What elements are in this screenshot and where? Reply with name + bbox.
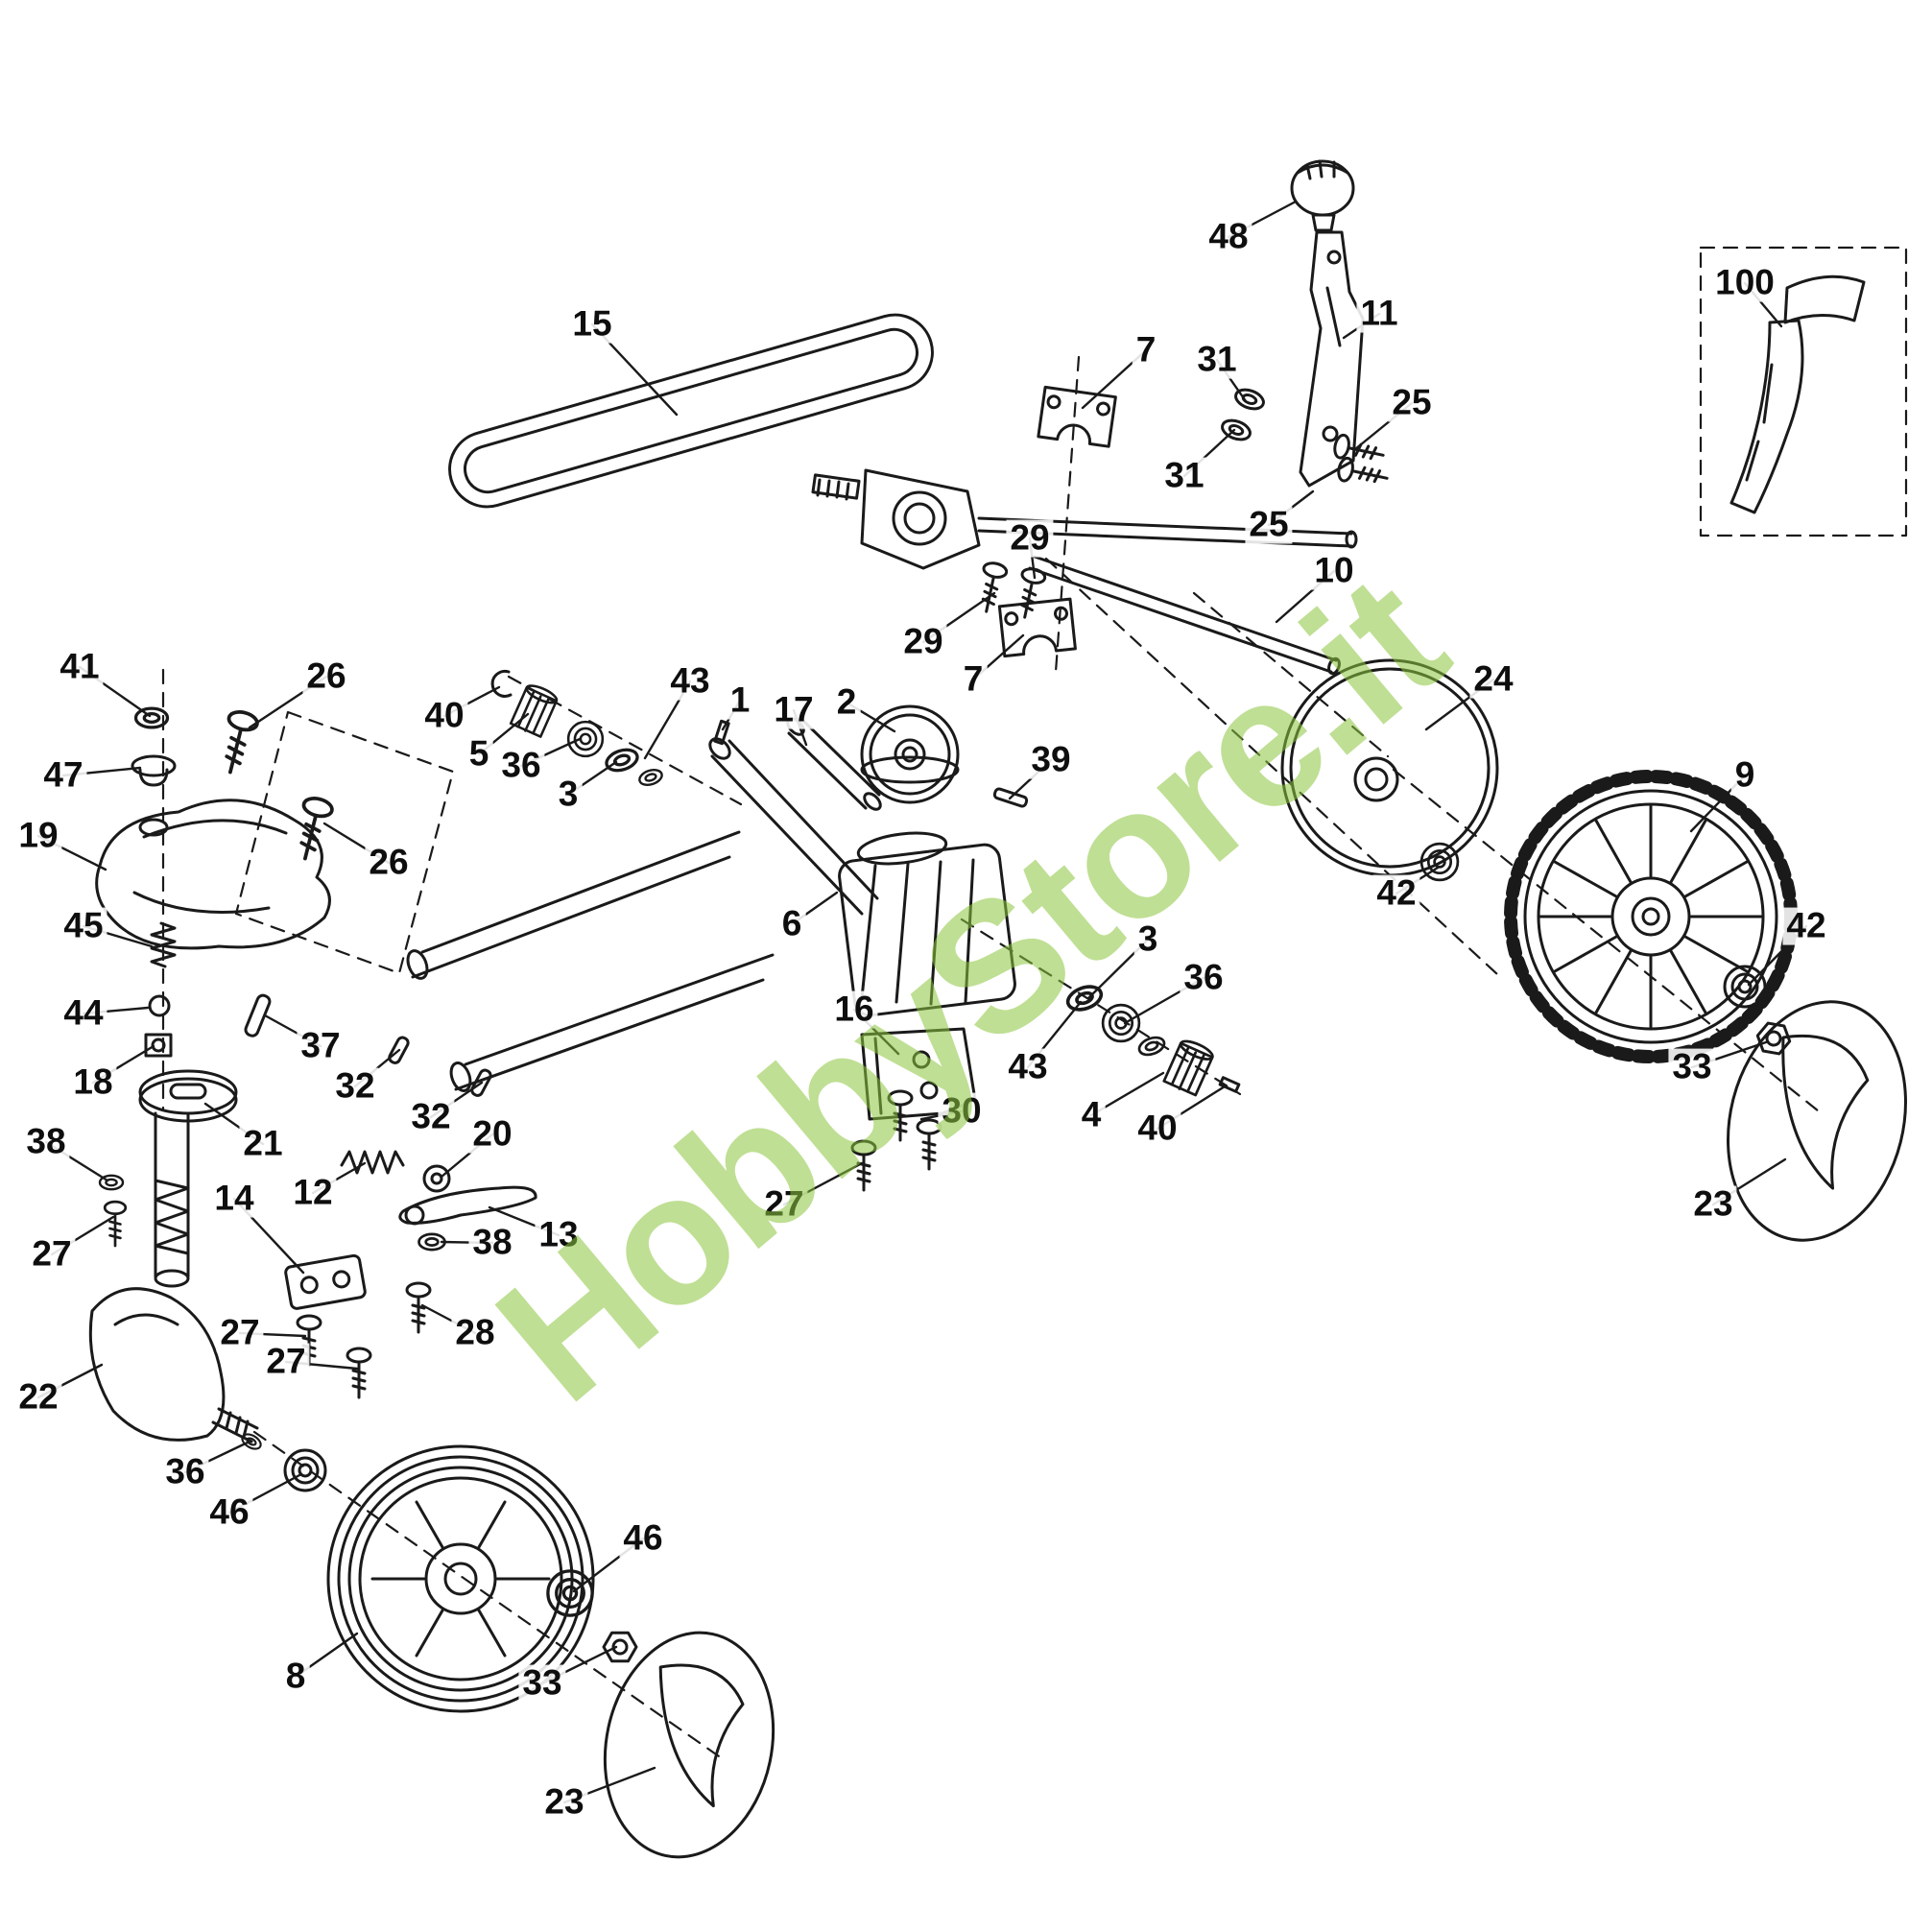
part-label-16: 16 (830, 990, 878, 1029)
part-7-clamp-lower (997, 597, 1077, 658)
part-label-12: 12 (289, 1174, 337, 1212)
part-label-37: 37 (297, 1027, 345, 1065)
part-100-inset (1699, 246, 1908, 537)
part-39-pin (992, 787, 1029, 808)
part-label-46: 46 (205, 1493, 253, 1532)
part-48-knob (1290, 159, 1355, 232)
part-label-43: 43 (666, 662, 714, 701)
part-20-washer (422, 1164, 451, 1193)
part-14-plate (284, 1253, 367, 1310)
part-label-10: 10 (1310, 552, 1358, 590)
part-label-1: 1 (726, 681, 754, 720)
part-label-32: 32 (407, 1098, 455, 1136)
adjuster-shaft (154, 1111, 190, 1288)
part-label-23: 23 (1689, 1185, 1737, 1224)
part-15-belt (448, 313, 934, 509)
part-23-hubcap-right (1727, 1000, 1907, 1242)
part-label-27: 27 (760, 1185, 808, 1224)
right-gear-train (1062, 980, 1241, 1098)
part-label-24: 24 (1469, 660, 1517, 699)
part-37-pin (244, 993, 272, 1038)
part-label-41: 41 (56, 648, 104, 686)
part-label-13: 13 (535, 1216, 583, 1254)
part-label-38: 38 (22, 1123, 70, 1161)
part-label-27: 27 (28, 1235, 76, 1274)
part-label-11: 11 (1356, 295, 1402, 333)
part-label-9: 9 (1730, 756, 1759, 795)
part-label-45: 45 (60, 907, 107, 945)
part-label-2: 2 (832, 683, 861, 722)
part-label-43: 43 (1004, 1048, 1052, 1086)
part-label-36: 36 (497, 747, 545, 785)
part-gearbox-housing (838, 831, 1016, 1017)
part-32-pin-a (388, 1036, 410, 1064)
part-label-100: 100 (1711, 264, 1778, 302)
part-1-pin (713, 719, 730, 746)
part-label-26: 26 (302, 657, 350, 696)
part-label-7: 7 (1132, 331, 1160, 370)
part-label-36: 36 (1180, 959, 1228, 997)
part-label-23: 23 (540, 1783, 588, 1822)
part-47-cap (131, 754, 177, 787)
part-label-27: 27 (262, 1343, 310, 1381)
part-label-38: 38 (468, 1224, 516, 1262)
part-label-36: 36 (161, 1453, 209, 1491)
part-label-14: 14 (210, 1180, 258, 1218)
part-label-26: 26 (365, 844, 413, 882)
part-label-46: 46 (619, 1519, 667, 1558)
part-label-29: 29 (1006, 519, 1054, 558)
left-gear-train (490, 669, 665, 789)
part-label-25: 25 (1388, 384, 1436, 422)
part-44-ball (148, 994, 171, 1017)
part-8-wheel (326, 1444, 595, 1713)
part-23-hubcap-left (603, 1631, 775, 1859)
part-label-21: 21 (239, 1125, 287, 1163)
part-label-40: 40 (1133, 1109, 1181, 1148)
part-label-17: 17 (770, 691, 818, 729)
part-label-25: 25 (1245, 506, 1293, 544)
part-label-33: 33 (518, 1664, 566, 1703)
part-label-7: 7 (959, 660, 988, 699)
part-label-6: 6 (777, 905, 806, 943)
part-label-29: 29 (899, 623, 947, 661)
part-2-pulley (860, 704, 960, 804)
part-6-shaft (708, 737, 879, 916)
part-label-40: 40 (420, 697, 468, 735)
part-label-20: 20 (468, 1115, 516, 1154)
part-label-39: 39 (1027, 741, 1075, 779)
part-label-18: 18 (69, 1063, 117, 1102)
part-label-28: 28 (451, 1314, 499, 1352)
part-label-5: 5 (465, 735, 493, 774)
part-label-42: 42 (1782, 907, 1830, 945)
part-label-8: 8 (281, 1658, 310, 1696)
part-12-spring (340, 1150, 405, 1175)
part-label-33: 33 (1668, 1048, 1716, 1086)
part-label-44: 44 (60, 994, 107, 1033)
part-label-22: 22 (14, 1378, 62, 1417)
part-label-4: 4 (1077, 1096, 1106, 1134)
part-label-3: 3 (554, 775, 583, 814)
part-label-42: 42 (1372, 874, 1420, 913)
handle-tubes (406, 830, 775, 1092)
part-label-30: 30 (938, 1092, 986, 1131)
part-label-31: 31 (1160, 457, 1208, 495)
part-label-3: 3 (1133, 920, 1162, 959)
part-22-bracket (88, 1287, 259, 1443)
part-label-31: 31 (1193, 341, 1241, 379)
part-13-arm (398, 1185, 537, 1226)
part-11-lever (1299, 230, 1365, 488)
part-label-27: 27 (216, 1314, 264, 1352)
part-label-32: 32 (331, 1067, 379, 1106)
part-label-19: 19 (14, 817, 62, 855)
part-18-nut (144, 1033, 173, 1058)
part-32-pin-b (470, 1068, 492, 1097)
part-7-clamp-upper (1037, 385, 1117, 448)
part-45-spring (150, 921, 177, 968)
part-19-housing (95, 799, 331, 950)
part-label-47: 47 (39, 756, 87, 795)
part-label-15: 15 (568, 305, 616, 344)
part-label-48: 48 (1205, 218, 1252, 256)
